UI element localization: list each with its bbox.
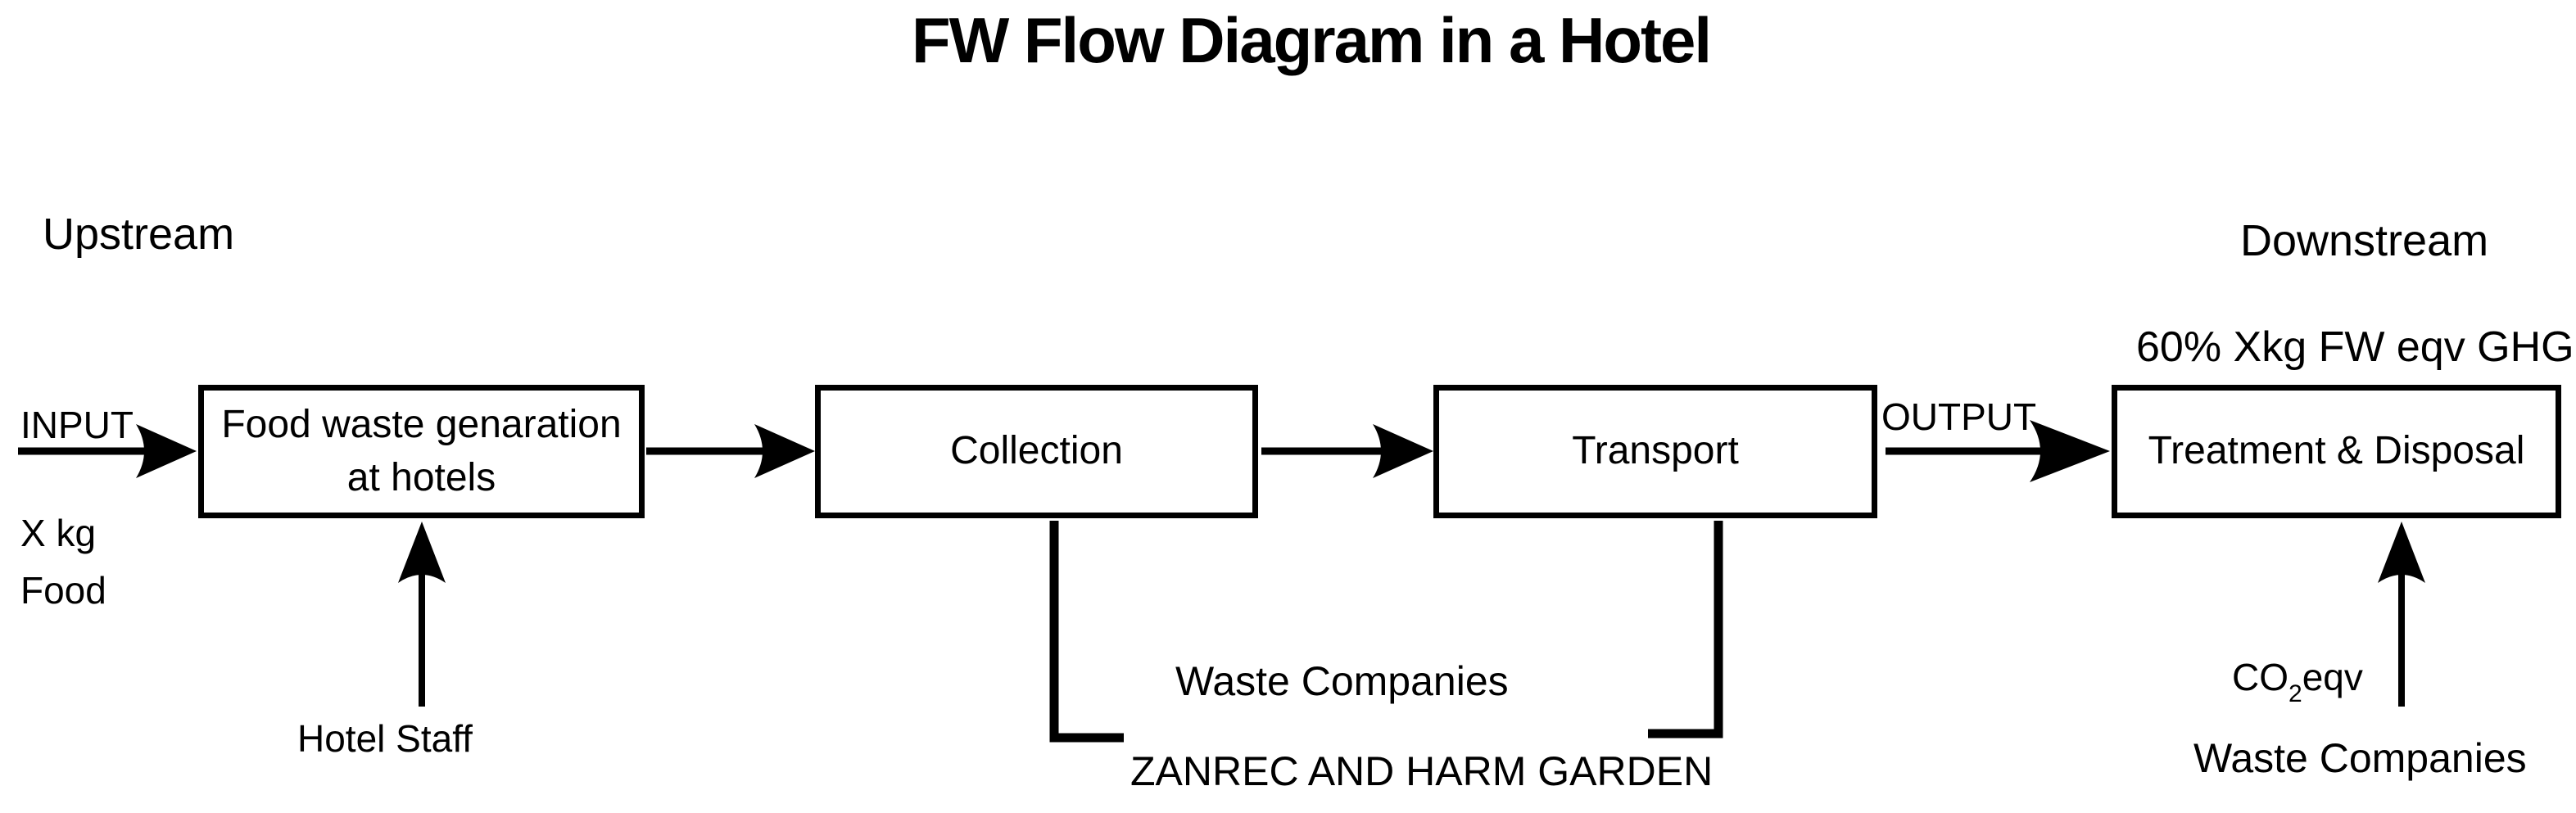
process-box-label: Treatment & Disposal xyxy=(2148,429,2525,473)
co2-base: CO xyxy=(2232,656,2289,698)
process-box-treatment-disposal: Treatment & Disposal xyxy=(2112,385,2561,518)
arrow-right-icon xyxy=(646,424,815,478)
upstream-label: Upstream xyxy=(43,210,235,259)
downstream-label: Downstream xyxy=(2240,216,2489,265)
input-quantity-label: X kg xyxy=(20,512,97,554)
co2-subscript: 2 xyxy=(2289,680,2302,707)
co2-rest: eqv xyxy=(2302,656,2363,698)
co2-eqv-label: CO2eqv xyxy=(2232,656,2363,707)
waste-company-names-label: ZANREC AND HARM GARDEN xyxy=(1130,748,1714,794)
waste-companies-right-label: Waste Companies xyxy=(2193,735,2527,781)
collection-elbow-connector xyxy=(1049,521,1124,743)
input-label: INPUT xyxy=(20,404,134,446)
output-arrow-icon xyxy=(1886,420,2110,482)
arrow-up-icon xyxy=(2378,522,2425,707)
arrow-up-icon xyxy=(398,522,446,707)
input-arrow-icon xyxy=(18,424,197,478)
input-item-label: Food xyxy=(20,569,106,612)
output-label: OUTPUT xyxy=(1881,395,2037,438)
page-title: FW Flow Diagram in a Hotel xyxy=(911,4,1712,76)
transport-elbow-connector xyxy=(1648,521,1723,738)
process-box-label: Collection xyxy=(950,429,1123,473)
waste-companies-label: Waste Companies xyxy=(1175,658,1509,704)
process-box-transport: Transport xyxy=(1433,385,1877,518)
arrow-right-icon xyxy=(1261,424,1433,478)
ghg-output-note: 60% Xkg FW eqv GHG xyxy=(2136,323,2574,371)
process-box-label: Food waste genaration at hotels xyxy=(221,402,622,499)
process-box-label: Transport xyxy=(1572,429,1739,473)
process-box-collection: Collection xyxy=(815,385,1258,518)
process-box-food-waste-generation: Food waste genaration at hotels xyxy=(198,385,645,518)
hotel-staff-label: Hotel Staff xyxy=(297,717,473,760)
